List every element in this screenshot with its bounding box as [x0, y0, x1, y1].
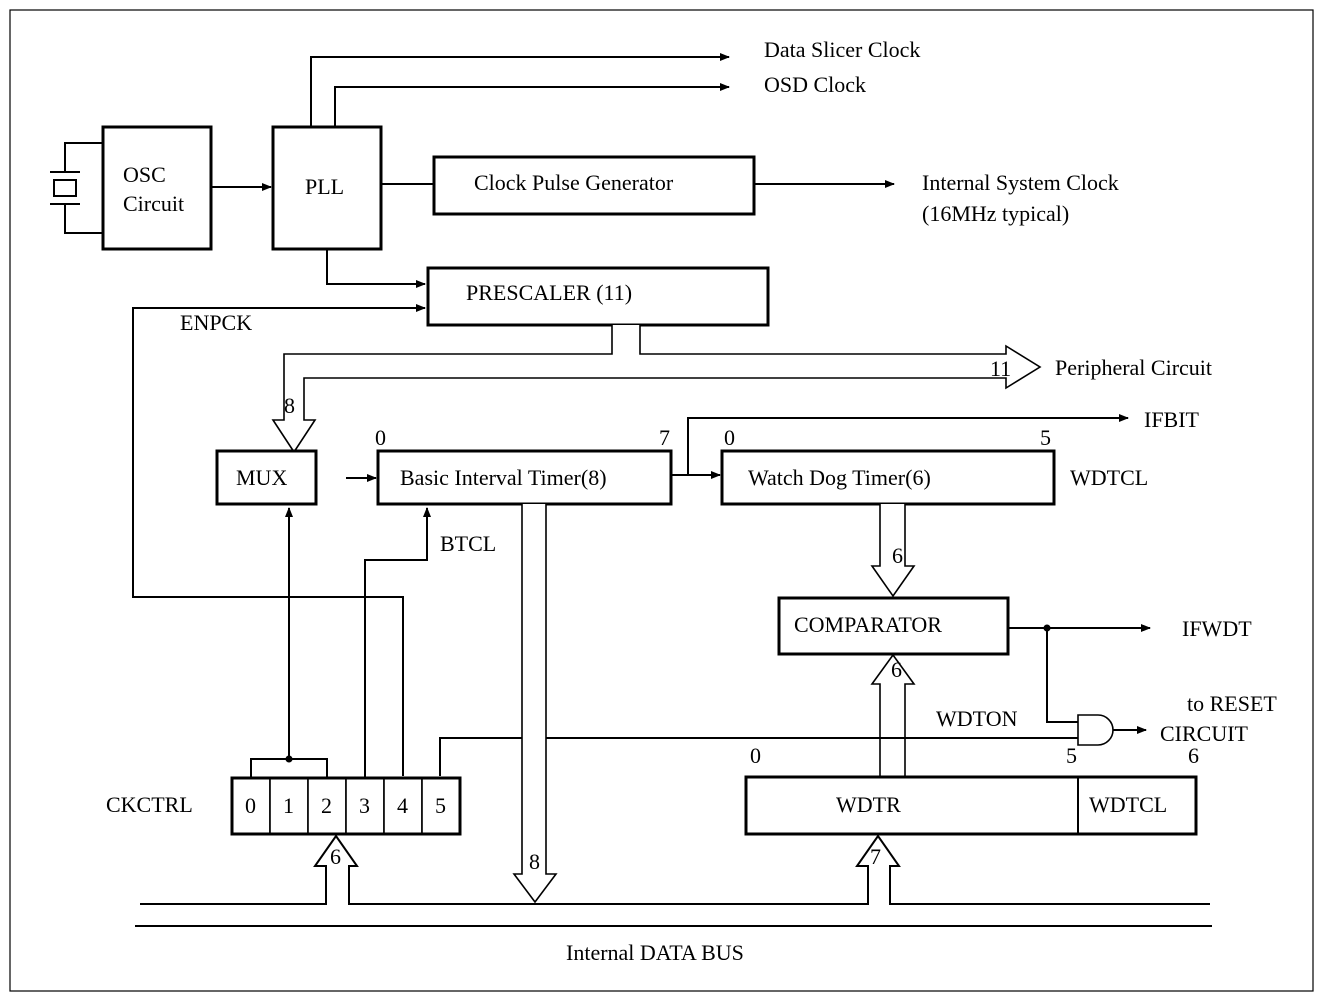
wdtr-bit6-index: 6: [1188, 743, 1199, 768]
comparator-to-and-line: [1046, 628, 1080, 723]
wdton-line: [439, 737, 1080, 776]
wdton-label: WDTON: [936, 706, 1018, 731]
ifwdt-label: IFWDT: [1182, 616, 1252, 641]
wdtr-to-comparator-bus: [870, 653, 916, 776]
btcl-line: [364, 507, 431, 778]
clock-pulse-generator-label: Clock Pulse Generator: [474, 170, 674, 195]
to-reset-label: to RESET: [1187, 691, 1277, 716]
ifbit-line: [671, 414, 1129, 476]
bit-to-bus: [512, 504, 558, 904]
watch-dog-timer-label: Watch Dog Timer(6): [748, 465, 931, 490]
peripheral-bus: [271, 325, 1042, 454]
osc-label: OSC: [123, 162, 166, 187]
wdtr-bit5-index: 5: [1066, 743, 1077, 768]
wdtr-start-index: 0: [750, 743, 761, 768]
basic-interval-timer-label: Basic Interval Timer(8): [400, 465, 607, 490]
wdtr-bus-width-label: 6: [891, 657, 902, 682]
bit-end-index: 7: [659, 425, 670, 450]
ifbit-label: IFBIT: [1144, 407, 1200, 432]
wdtr-wdtcl-label: WDTCL: [1089, 792, 1167, 817]
osc-circuit-label: Circuit: [123, 191, 184, 216]
ckctrl-bit-0-label: 0: [245, 793, 256, 818]
bit-start-index: 0: [375, 425, 386, 450]
ckctrl-bit-4-label: 4: [397, 793, 408, 818]
btcl-label: BTCL: [440, 531, 496, 556]
ckctrl-bit-0: [231, 777, 271, 835]
mux-label: MUX: [236, 465, 287, 490]
wdt-bus-width-label: 6: [892, 543, 903, 568]
data-slicer-clock-line: [310, 53, 730, 127]
wdt-to-comparator-bus: [870, 504, 916, 598]
reset-circuit-label: CIRCUIT: [1160, 721, 1249, 746]
comparator-label: COMPARATOR: [794, 612, 942, 637]
ckctrl-bit-3: [345, 777, 385, 835]
internal-data-bus-label: Internal DATA BUS: [566, 940, 744, 965]
wdtcl-signal-label: WDTCL: [1070, 465, 1148, 490]
bit-bus-width-label: 8: [529, 849, 540, 874]
internal-system-clock-label: Internal System Clock: [922, 170, 1119, 195]
mux-select-junction: [285, 755, 293, 763]
osd-clock-label: OSD Clock: [764, 72, 866, 97]
and-gate-icon: [1077, 714, 1114, 746]
peripheral-bus-width-label: 11: [990, 356, 1011, 381]
wdtr-register: [744, 775, 1198, 836]
ckctrl-bit-5-label: 5: [435, 793, 446, 818]
ckctrl-bit-2: [307, 777, 347, 835]
mux-block: [215, 449, 318, 506]
basic-interval-timer-block: [376, 449, 673, 506]
osc-circuit-block: [101, 125, 213, 251]
wdtr-bus-in-width-label: 7: [870, 844, 881, 869]
prescaler-block: [426, 266, 770, 327]
ckctrl-bit-1-label: 1: [283, 793, 294, 818]
peripheral-circuit-label: Peripheral Circuit: [1055, 355, 1212, 380]
enpck-line: [132, 304, 426, 776]
watch-dog-timer-block: [720, 449, 1056, 506]
pll-to-prescaler-line: [326, 249, 426, 288]
mux-bus-width-label: 8: [284, 393, 295, 418]
ckctrl-register: [230, 776, 462, 836]
pll-label: PLL: [305, 174, 344, 199]
ckctrl-bus-width-label: 6: [330, 844, 341, 869]
bus-to-ckctrl: [140, 834, 1210, 905]
wdtr-label: WDTR: [836, 792, 901, 817]
data-slicer-clock-label: Data Slicer Clock: [764, 37, 920, 62]
ckctrl-bit-2-label: 2: [321, 793, 332, 818]
internal-system-clock-freq-label: (16MHz typical): [922, 201, 1069, 226]
osd-clock-line: [334, 83, 730, 127]
comparator-block: [777, 596, 1010, 656]
wdt-start-index: 0: [724, 425, 735, 450]
enpck-label: ENPCK: [180, 310, 252, 335]
ckctrl-label: CKCTRL: [106, 792, 193, 817]
ckctrl-bit-3-label: 3: [359, 793, 370, 818]
prescaler-label: PRESCALER (11): [466, 280, 632, 305]
crystal-icon: [50, 142, 103, 234]
wdt-end-index: 5: [1040, 425, 1051, 450]
clock-pulse-generator-block: [432, 155, 756, 216]
